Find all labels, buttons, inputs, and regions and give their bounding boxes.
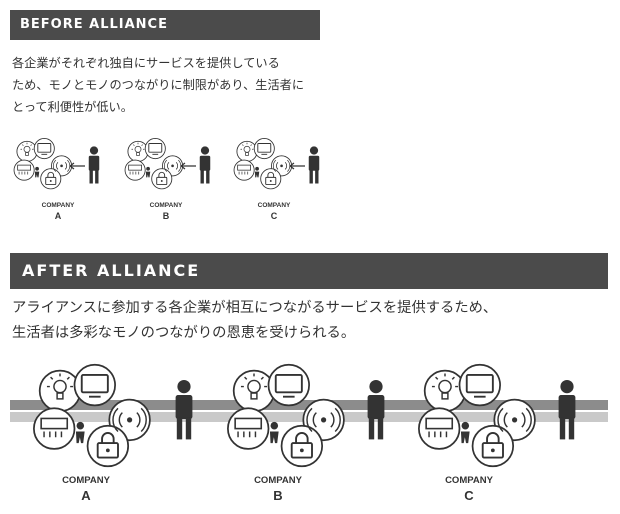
person-icon	[558, 380, 576, 440]
after-company-label: COMPANY	[445, 475, 494, 486]
after-description: アライアンスに参加する各企業が相互につながるサービスを提供するため、 生活者は多…	[12, 296, 608, 346]
after-company-letter: A	[81, 488, 91, 503]
before-company-letter: C	[271, 211, 278, 221]
person-icon	[367, 380, 385, 440]
person-icon	[199, 146, 211, 184]
after-alliance-banner: AFTER ALLIANCE	[10, 253, 608, 289]
after-company-label: COMPANY	[62, 475, 111, 486]
before-company-letter: A	[55, 211, 62, 221]
before-company-label: COMPANY	[150, 202, 183, 209]
before-description-line: ため、モノとモノのつながりに制限があり、生活者に	[12, 78, 305, 92]
before-company-c-devices	[233, 138, 293, 190]
before-company-label: COMPANY	[42, 202, 75, 209]
before-description-line: とって利便性が低い。	[12, 100, 133, 114]
arrow-left-icon	[289, 162, 305, 170]
before-alliance-banner: BEFORE ALLIANCE	[10, 10, 320, 40]
person-icon	[308, 146, 320, 184]
arrow-left-icon	[180, 162, 196, 170]
before-company-label: COMPANY	[258, 202, 291, 209]
after-company-letter: B	[273, 488, 282, 503]
after-company-letter: C	[464, 488, 474, 503]
before-company-a-devices	[13, 138, 73, 190]
before-description-line: 各企業がそれぞれ独自にサービスを提供している	[12, 56, 280, 70]
after-description-line: アライアンスに参加する各企業が相互につながるサービスを提供するため、	[12, 300, 498, 316]
person-icon	[175, 380, 193, 440]
person-icon	[88, 146, 100, 184]
after-company-label: COMPANY	[254, 475, 303, 486]
before-company-b-devices	[124, 138, 184, 190]
before-company-letter: B	[163, 211, 170, 221]
after-description-line: 生活者は多彩なモノのつながりの恩恵を受けられる。	[12, 325, 356, 341]
arrow-left-icon	[69, 162, 85, 170]
before-description: 各企業がそれぞれ独自にサービスを提供している ため、モノとモノのつながりに制限が…	[12, 52, 332, 118]
